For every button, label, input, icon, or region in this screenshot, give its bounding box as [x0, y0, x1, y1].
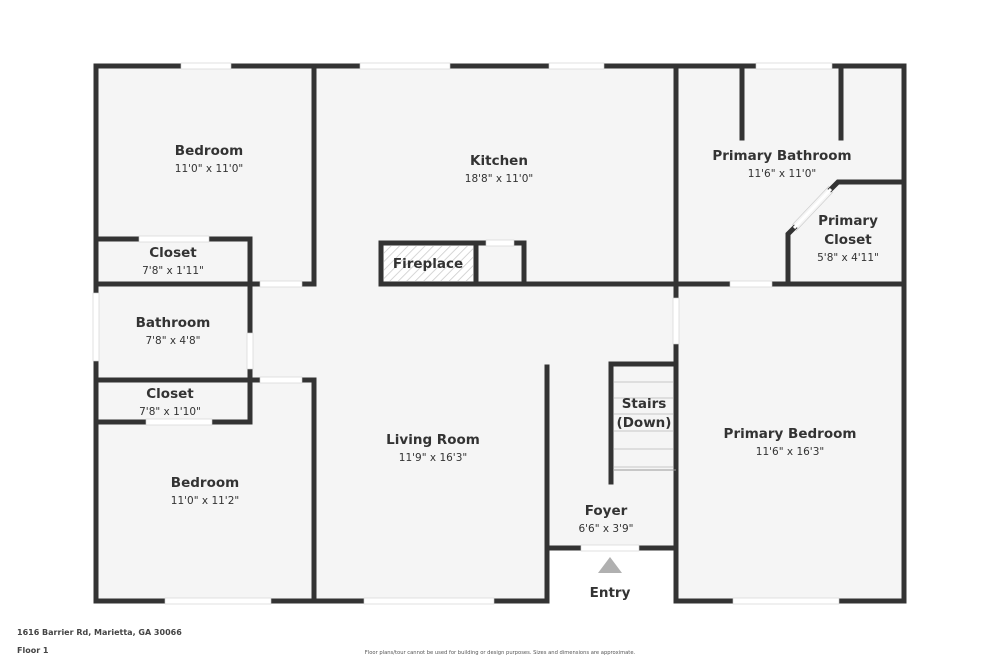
room-name-primary-bathroom: Primary Bathroom — [712, 148, 851, 164]
entry-cutout — [549, 550, 675, 605]
window — [548, 62, 605, 70]
room-name-bedroom-1: Bedroom — [175, 143, 243, 159]
door — [246, 332, 254, 370]
room-dims-bathroom: 7'8" x 4'8" — [145, 335, 200, 347]
window — [92, 292, 100, 362]
entry-label: Entry — [590, 585, 631, 601]
opening — [485, 239, 515, 247]
room-name-stairs: (Down) — [617, 415, 672, 431]
room-dims-primary-bedroom: 11'6" x 16'3" — [756, 446, 824, 458]
main-floor — [96, 66, 904, 601]
fireplace-label: Fireplace — [393, 256, 463, 272]
room-name-stairs: Stairs — [622, 396, 667, 412]
room-name-closet-2: Closet — [146, 386, 194, 402]
room-dims-living-room: 11'9" x 16'3" — [399, 452, 467, 464]
door — [259, 280, 303, 288]
window — [164, 597, 272, 605]
door — [259, 376, 303, 384]
room-name-primary-bedroom: Primary Bedroom — [724, 426, 857, 442]
room-labels: Bedroom 11'0" x 11'0" Closet 7'8" x 1'11" Ki… — [136, 143, 879, 601]
openings — [92, 62, 840, 605]
window — [180, 62, 232, 70]
window — [363, 597, 495, 605]
room-name-foyer: Foyer — [585, 503, 628, 519]
stair-treads — [614, 381, 673, 468]
door — [138, 235, 210, 243]
room-dims-bedroom-2: 11'0" x 11'2" — [171, 495, 239, 507]
property-address: 1616 Barrier Rd, Marietta, GA 30066 — [17, 628, 182, 637]
room-name-primary-closet: Closet — [824, 232, 872, 248]
entry-arrow-icon — [598, 557, 622, 573]
room-name-bathroom: Bathroom — [136, 315, 211, 331]
room-dims-primary-bathroom: 11'6" x 11'0" — [748, 168, 816, 180]
door — [729, 280, 773, 288]
room-name-closet-1: Closet — [149, 245, 197, 261]
room-dims-foyer: 6'6" x 3'9" — [578, 523, 633, 535]
room-dims-closet-2: 7'8" x 1'10" — [139, 406, 201, 418]
fireplace-hearth — [384, 246, 473, 281]
room-name-primary-closet: Primary — [818, 213, 878, 229]
door — [672, 297, 680, 345]
front-door — [580, 544, 640, 552]
disclaimer: Floor plans/tour cannot be used for buil… — [364, 650, 636, 656]
room-dims-bedroom-1: 11'0" x 11'0" — [175, 163, 243, 175]
primary-closet-opening — [792, 187, 833, 230]
room-dims-primary-closet: 5'8" x 4'11" — [817, 252, 879, 264]
room-name-kitchen: Kitchen — [470, 153, 528, 169]
floor-label: Floor 1 — [17, 646, 49, 655]
room-dims-closet-1: 7'8" x 1'11" — [142, 265, 204, 277]
room-name-bedroom-2: Bedroom — [171, 475, 239, 491]
window — [732, 597, 840, 605]
window — [755, 62, 833, 70]
room-dims-kitchen: 18'8" x 11'0" — [465, 173, 533, 185]
opening — [359, 62, 451, 70]
room-name-living-room: Living Room — [386, 432, 480, 448]
floor-areas — [96, 66, 904, 605]
door — [145, 418, 213, 426]
